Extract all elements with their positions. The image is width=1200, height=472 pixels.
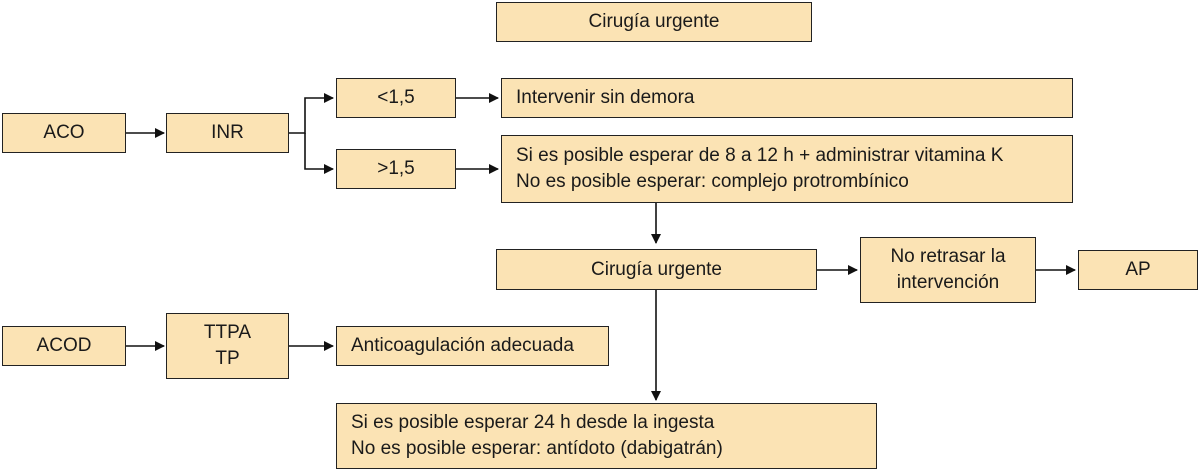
node-esperar-24h: Si es posible esperar 24 h desde la inge…: [336, 403, 877, 469]
node-esperar-24h-line-1: Si es posible esperar 24 h desde la inge…: [351, 412, 715, 433]
node-esperar-vitamina-k: Si es posible esperar de 8 a 12 h + admi…: [501, 135, 1073, 203]
node-lt-1-5: <1,5: [336, 78, 456, 118]
node-ttpa-tp-line-1: TTPA: [203, 322, 252, 343]
node-acod: ACOD: [2, 326, 126, 366]
node-cirugia-urgente-mid: Cirugía urgente: [496, 249, 817, 290]
node-ttpa-tp: TTPA TP: [166, 313, 289, 379]
node-no-retrasar-line-2: intervención: [896, 272, 1000, 293]
node-cirugia-urgente-top: Cirugía urgente: [496, 2, 812, 42]
node-ttpa-tp-line-2: TP: [215, 348, 240, 369]
arrow-inr-lt15: [289, 93, 334, 134]
arrow-inr-gt15: [304, 133, 334, 174]
node-inr: INR: [166, 113, 289, 153]
node-esperar-vitamina-k-line-2: No es posible esperar: complejo protromb…: [516, 171, 909, 192]
node-esperar-vitamina-k-line-1: Si es posible esperar de 8 a 12 h + admi…: [516, 145, 1004, 166]
node-esperar-24h-line-2: No es posible esperar: antídoto (dabigat…: [351, 438, 723, 459]
node-no-retrasar: No retrasar la intervención: [860, 237, 1036, 303]
node-no-retrasar-line-1: No retrasar la: [890, 246, 1006, 267]
node-ap: AP: [1078, 250, 1198, 290]
node-gt-1-5: >1,5: [336, 149, 456, 189]
node-aco: ACO: [2, 113, 126, 153]
node-intervenir-sin-demora: Intervenir sin demora: [501, 78, 1073, 118]
node-anticoagulacion-adecuada: Anticoagulación adecuada: [336, 326, 609, 366]
